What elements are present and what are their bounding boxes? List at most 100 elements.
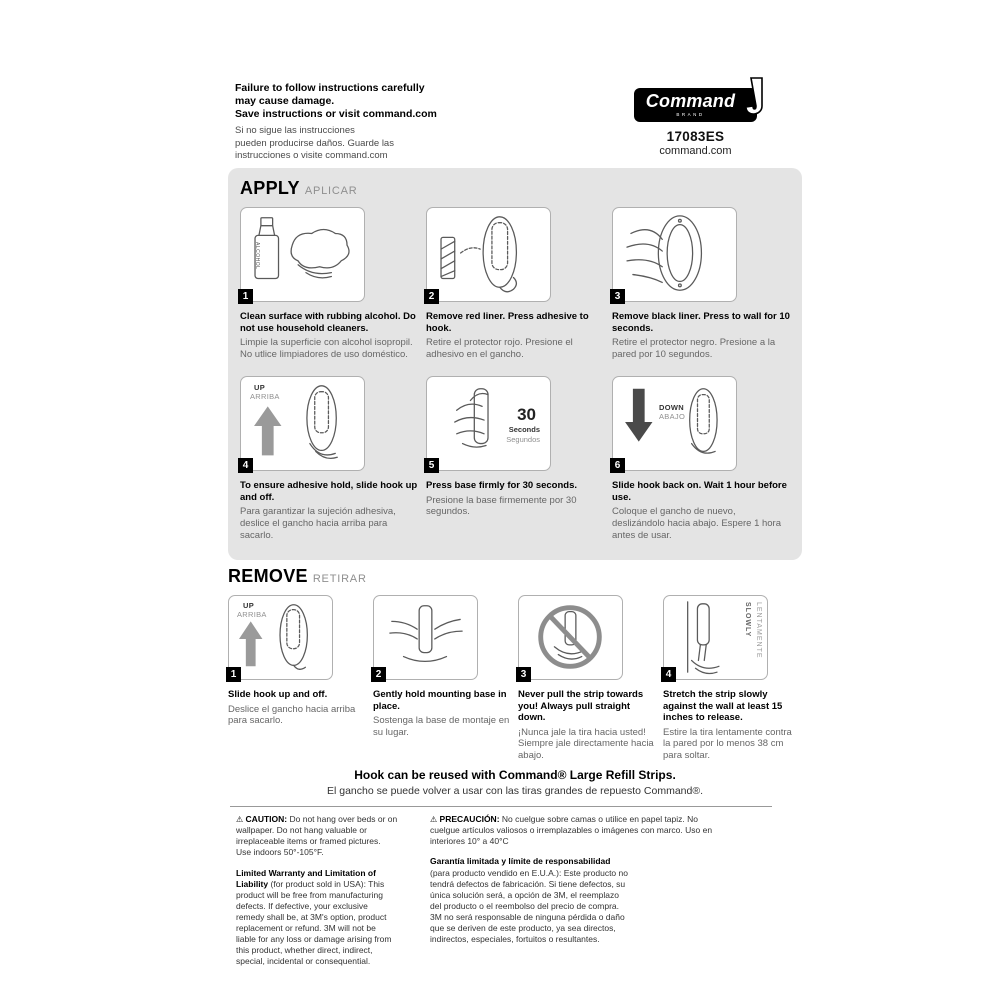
step-text-es: Retire el protector rojo. Presione el ad… [426,337,573,360]
apply-step-2-image: 2 [424,207,551,304]
apply-step-4: UP ARRIBA 4 To ensure adhesive hold, sli… [238,376,418,541]
direction-label-es: ARRIBA [237,610,267,619]
slide-up-off-illustration [239,604,308,670]
caution-en: ⚠ CAUTION: Do not hang over beds or on w… [236,814,398,859]
direction-label-en: SLOWLY [744,602,751,638]
legal-section: ⚠ CAUTION: Do not hang over beds or on w… [236,814,781,976]
apply-step-4-image: UP ARRIBA 4 [238,376,365,474]
direction-label-es: LENTAMENTE [755,602,762,659]
step-text-en: To ensure adhesive hold, slide hook up a… [240,480,418,503]
apply-steps-grid: ALCOHOL 1 Clean surface with rubbing alc… [238,207,790,541]
step-number-badge: 4 [238,458,253,474]
remove-step-2-image: 2 [371,595,478,682]
up-arrow-icon [239,621,263,667]
logo-box: Command BRAND [633,88,758,122]
press-adhesive-illustration [440,216,518,293]
remove-step-3: 3 Never pull the strip towards you! Alwa… [516,595,656,761]
press-base-illustration [454,388,489,449]
warranty-body-en: (for product sold in USA): This product … [236,878,392,966]
caution-icon: ⚠ [430,815,438,824]
no-pull-illustration [538,605,602,669]
hold-base-illustration [389,605,463,663]
step-text-es: Estire la tira lentamente contra la pare… [663,726,792,761]
apply-step-6-image: DOWN ABAJO 6 [610,376,737,474]
legal-column-en: ⚠ CAUTION: Do not hang over beds or on w… [236,814,398,976]
remove-subtitle: RETIRAR [312,573,367,585]
apply-step-3-image: 3 [610,207,737,304]
legal-column-es: ⚠ PRECAUCIÓN: No cuelgue sobre camas o u… [430,814,730,976]
seconds-label-en: Seconds [508,425,540,435]
remove-step-4: SLOWLY LENTAMENTE 4 Stretch the strip sl… [661,595,801,761]
apply-step-3: 3 Remove black liner. Press to wall for … [610,207,790,360]
brand-block: Command BRAND 17083ES command.com [628,77,764,157]
slide-up-illustration [254,385,338,460]
direction-label-es: ARRIBA [250,392,280,402]
apply-step-1: ALCOHOL 1 Clean surface with rubbing alc… [238,207,418,360]
model-number: 17083ES [666,129,725,144]
direction-label-en: UP [254,383,266,393]
step-text-en: Clean surface with rubbing alcohol. Do n… [240,311,416,334]
step-text-en: Remove black liner. Press to wall for 10… [612,311,790,334]
warranty-lead-en: Limited Warranty and Limitation of Liabi… [236,867,376,889]
up-arrow-icon [254,406,282,456]
remove-section: REMOVE RETIRAR UP ARRIBA 1 [226,566,802,761]
seconds-value: 30 [517,405,536,425]
remove-title: REMOVE [228,566,308,586]
reuse-text-es: El gancho se puede volver a usar con las… [326,785,704,797]
direction-label-es: ABAJO [659,412,686,422]
step-text-es: Deslice el gancho hacia arriba para saca… [228,703,356,727]
step-text-es: Limpie la superficie con alcohol isoprop… [240,337,413,360]
warranty-es: Garantía limitada y límite de responsabi… [430,856,628,944]
stretch-strip-illustration [687,601,720,675]
apply-subtitle: APLICAR [304,185,358,197]
down-arrow-icon [625,389,653,442]
slide-down-illustration [625,388,718,455]
brand-tag: BRAND [676,112,705,117]
step-number-badge: 2 [424,289,439,304]
reuse-note: Hook can be reused with Command® Large R… [228,768,802,797]
direction-label-en: UP [243,601,255,610]
remove-steps-grid: UP ARRIBA 1 Slide hook up and off. Desli… [226,595,802,761]
step-text-en: Slide hook up and off. [228,689,328,700]
step-text-en: Gently hold mounting base in place. [373,689,507,712]
warning-text-es: Si no sigue las instrucciones pueden pro… [235,125,394,162]
alcohol-bottle-label: ALCOHOL [254,242,260,270]
caution-es: ⚠ PRECAUCIÓN: No cuelgue sobre camas o u… [430,814,730,847]
step-text-en: Slide hook back on. Wait 1 hour before u… [612,480,787,503]
warranty-en: Limited Warranty and Limitation of Liabi… [236,868,398,967]
step-number-badge: 3 [516,667,531,682]
caution-lead-es: PRECAUCIÓN: [439,814,500,824]
reuse-text-en: Hook can be reused with Command® Large R… [354,768,676,782]
apply-heading: APPLY APLICAR [240,178,790,199]
clean-surface-illustration [254,217,350,280]
step-number-badge: 6 [610,458,625,474]
step-number-badge: 1 [238,289,253,304]
hook-icon [745,77,764,115]
remove-step-1-image: UP ARRIBA 1 [226,595,333,682]
caution-lead-en: CAUTION: [245,814,288,824]
step-number-badge: 4 [661,667,676,682]
step-number-badge: 5 [424,458,439,474]
remove-step-1: UP ARRIBA 1 Slide hook up and off. Desli… [226,595,366,761]
brand-name: Command [645,91,736,111]
step-text-es: Retire el protector negro. Presione a la… [612,337,776,360]
step-text-en: Remove red liner. Press adhesive to hook… [426,311,589,334]
apply-step-6: DOWN ABAJO 6 Slide hook back on. Wait 1 … [610,376,790,541]
warranty-body-es: (para producto vendido en E.U.A.): Este … [430,867,628,944]
apply-title: APPLY [240,178,300,198]
step-text-es: Para garantizar la sujeción adhesiva, de… [240,506,396,541]
apply-step-5: 30 Seconds Segundos 5 Press base firmly … [424,376,604,541]
remove-step-4-image: SLOWLY LENTAMENTE 4 [661,595,768,682]
step-text-es: Coloque el gancho de nuevo, deslizándolo… [612,506,782,541]
footer-divider [230,806,772,807]
step-text-es: Presione la base firmemente por 30 segun… [426,494,577,518]
command-logo: Command BRAND [633,77,764,122]
step-number-badge: 1 [226,667,241,682]
step-text-en: Stretch the strip slowly against the wal… [663,689,783,724]
step-text-es: Sostenga la base de montaje en su lugar. [373,715,510,738]
header-warning: Failure to follow instructions carefully… [235,82,485,162]
apply-step-2: 2 Remove red liner. Press adhesive to ho… [424,207,604,360]
direction-label-en: DOWN [659,403,684,413]
remove-step-2: 2 Gently hold mounting base in place. So… [371,595,511,761]
